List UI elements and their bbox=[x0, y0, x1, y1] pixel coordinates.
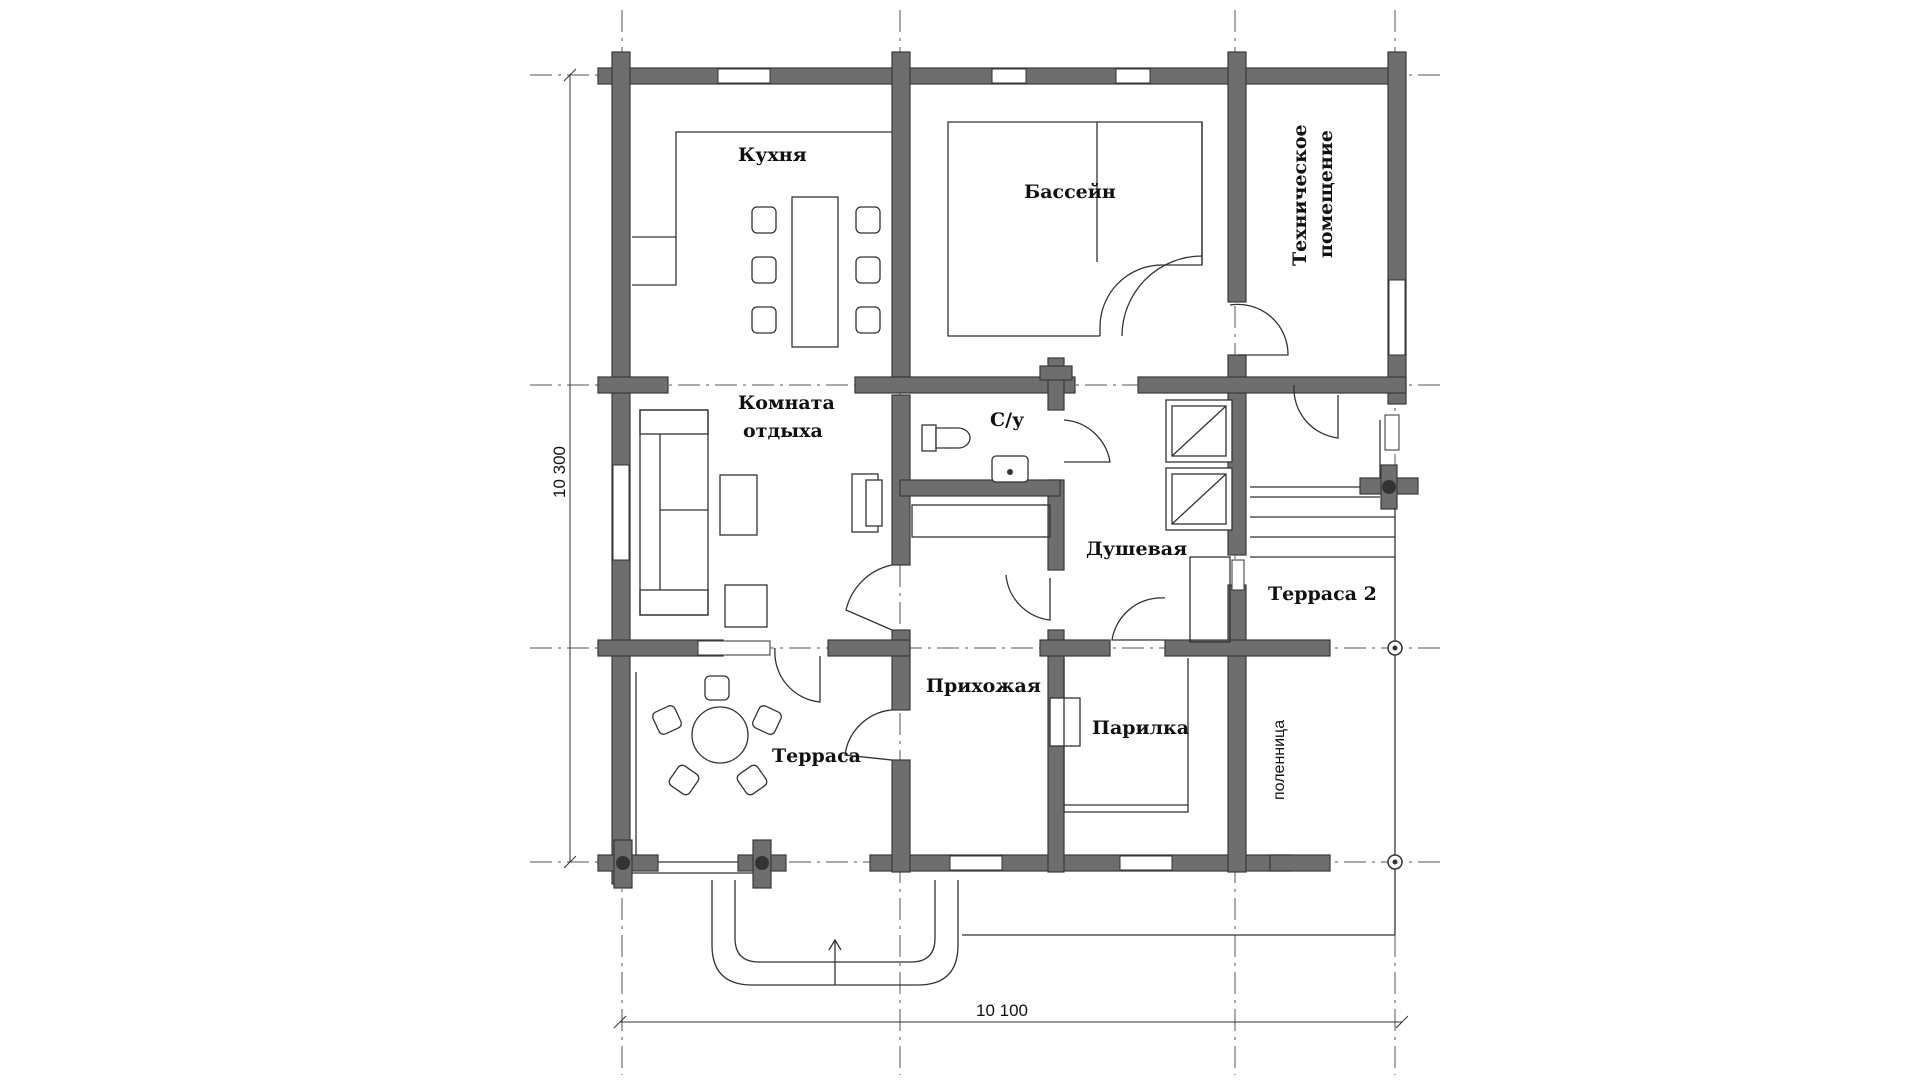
room-label-sauna: Парилка bbox=[1092, 717, 1189, 739]
shower-cabins bbox=[1165, 399, 1233, 643]
room-label-lounge-1: Комната bbox=[738, 392, 835, 414]
wc-fixtures bbox=[911, 424, 1051, 538]
dimension-height: 10 300 bbox=[550, 446, 569, 498]
room-label-tech-1: Техническое bbox=[1289, 124, 1311, 266]
room-label-terrace: Терраса bbox=[772, 745, 861, 767]
room-label-pool: Бассейн bbox=[1024, 181, 1116, 203]
column-posts bbox=[616, 480, 1403, 870]
lounge-furniture bbox=[639, 409, 883, 628]
room-label-hall: Прихожая bbox=[926, 675, 1041, 697]
room-label-shower: Душевая bbox=[1086, 538, 1187, 560]
windows bbox=[612, 68, 1406, 871]
sauna-furniture bbox=[1049, 658, 1189, 813]
room-label-wc: С/у bbox=[990, 409, 1024, 431]
pool bbox=[947, 121, 1203, 337]
room-label-kitchen: Кухня bbox=[738, 144, 807, 166]
terrace-furniture bbox=[652, 675, 782, 796]
dimension-lines bbox=[563, 68, 1409, 1029]
room-label-woodpile: поленница bbox=[1271, 720, 1288, 800]
doors bbox=[774, 303, 1339, 761]
kitchen-furniture bbox=[632, 131, 892, 348]
room-label-lounge-2: отдыха bbox=[743, 420, 823, 442]
dimension-width: 10 100 bbox=[976, 1001, 1028, 1020]
room-label-tech-2: помещение bbox=[1315, 130, 1337, 258]
room-label-terrace2: Терраса 2 bbox=[1268, 583, 1377, 605]
